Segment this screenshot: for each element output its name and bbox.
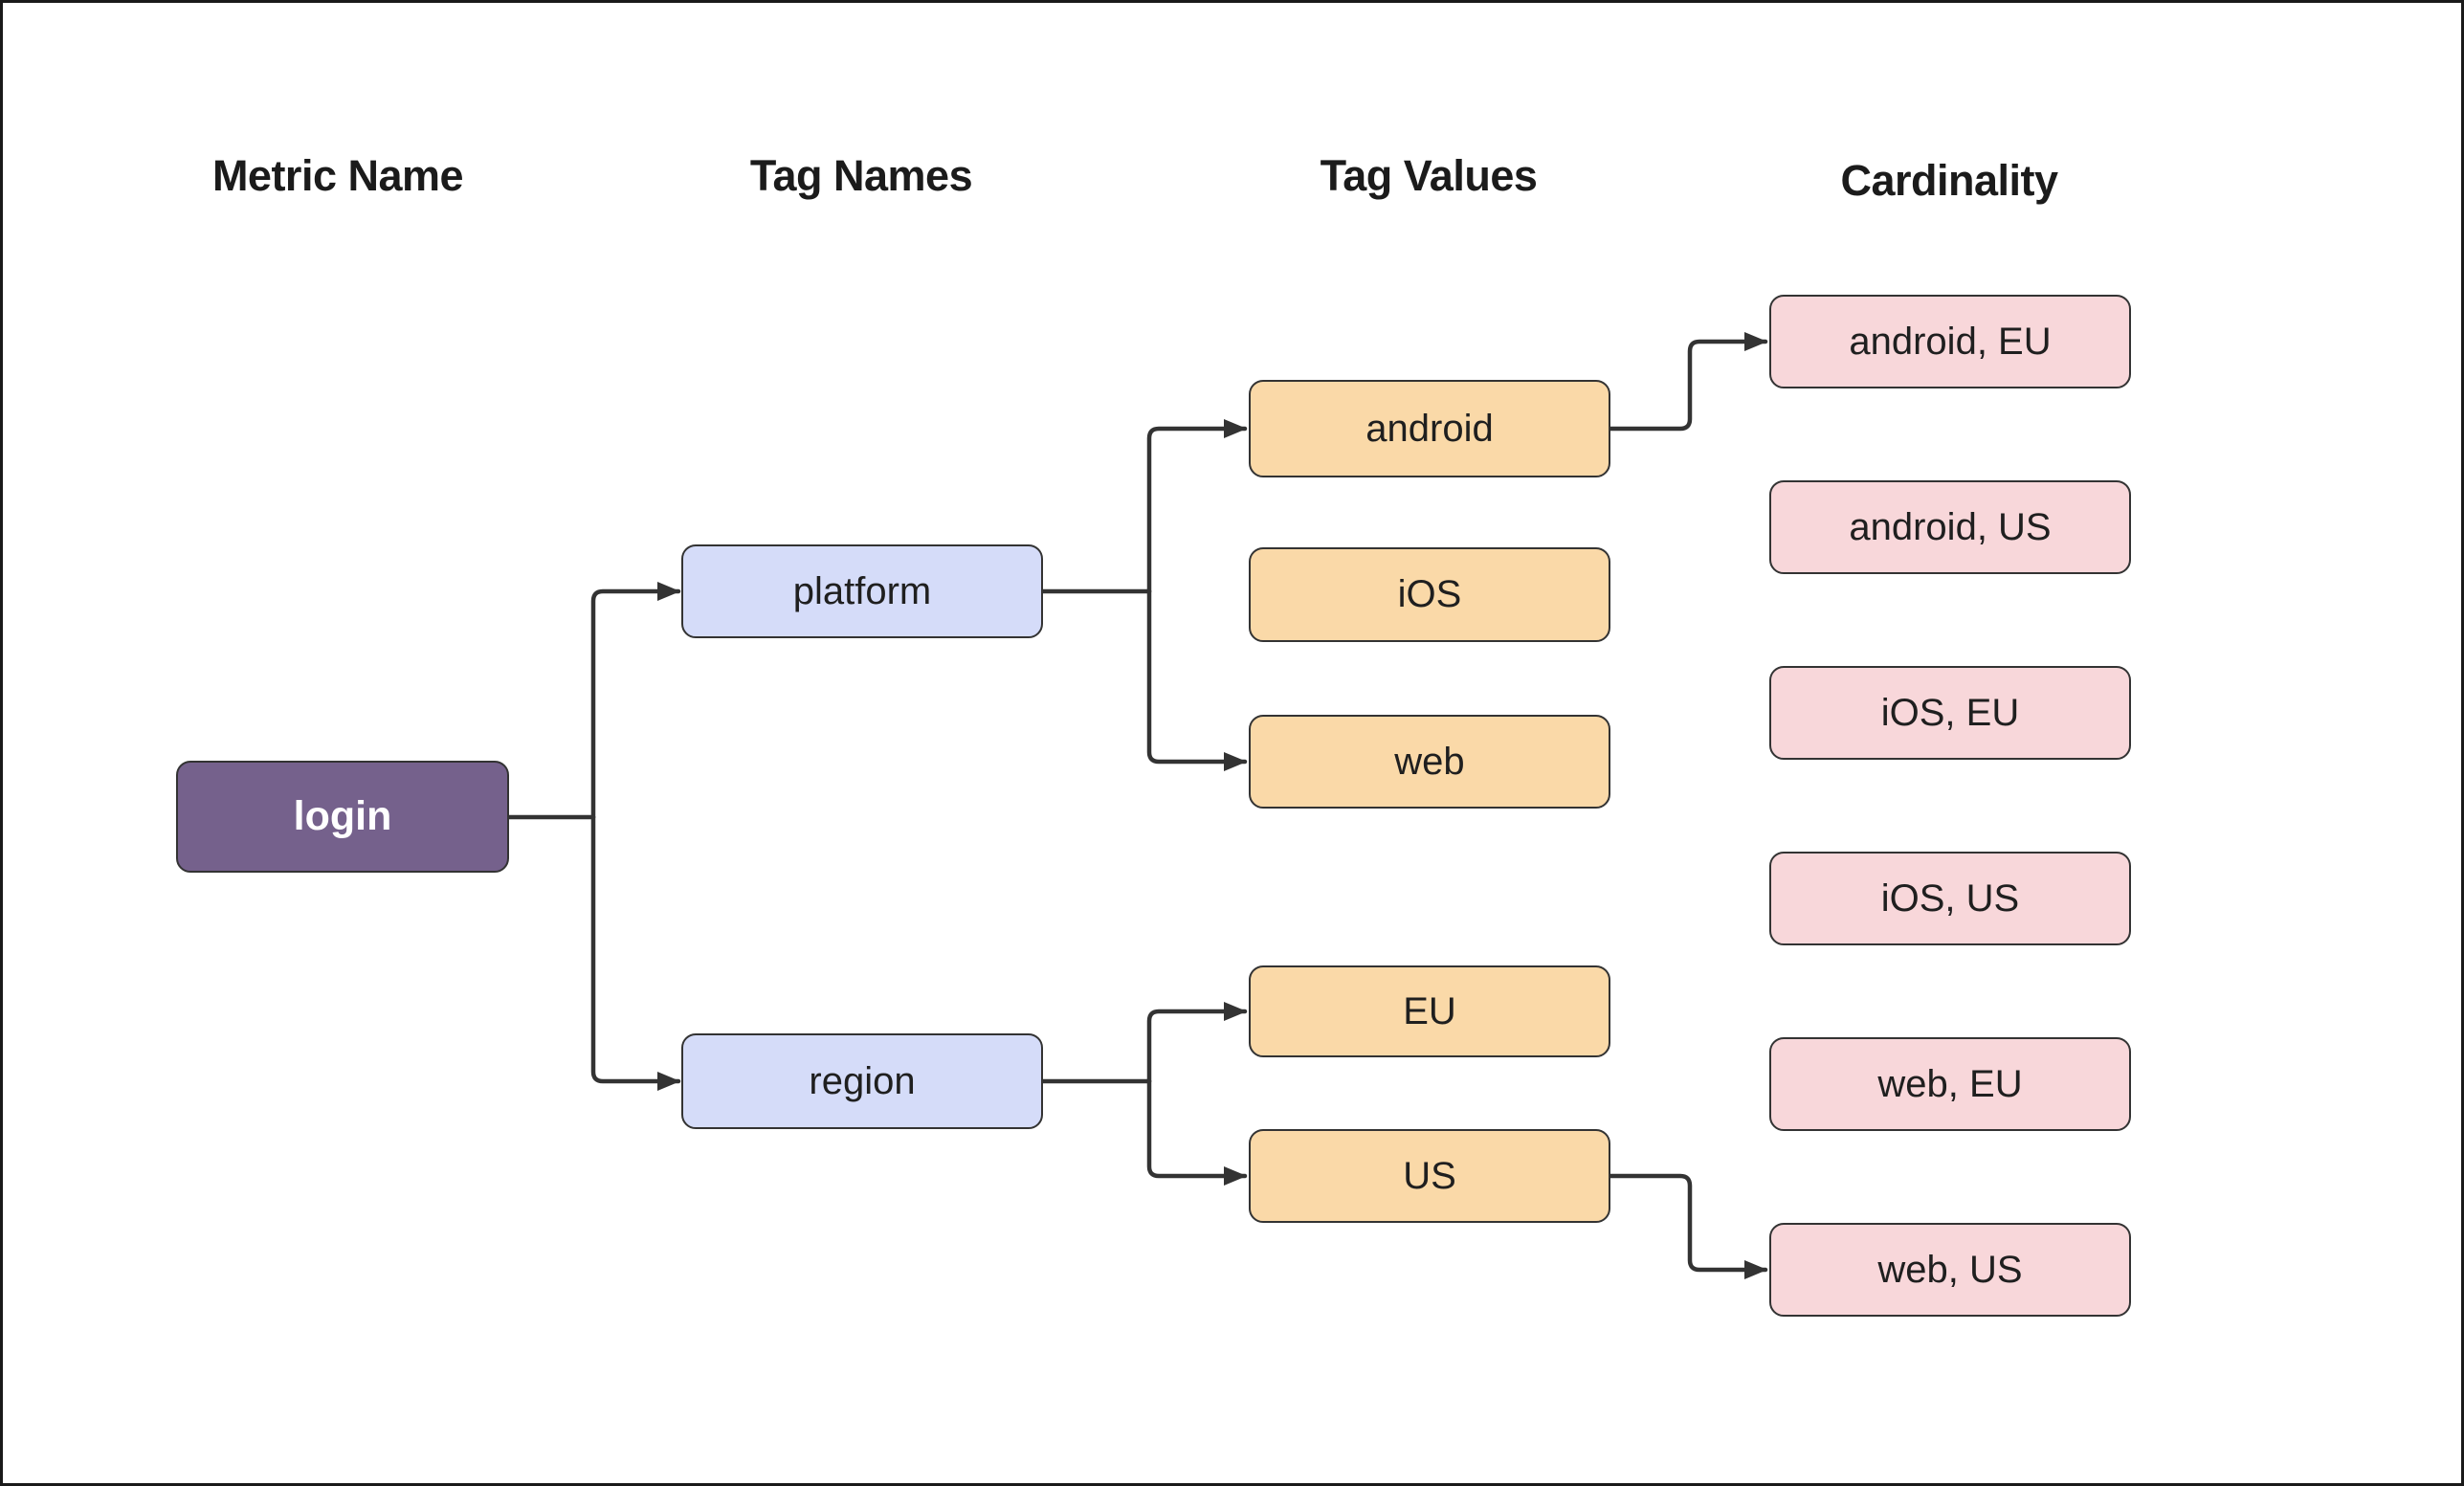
edge-platform-web [1146, 588, 1248, 771]
column-header-tag-names: Tag Names [749, 151, 973, 200]
node-us: US [1249, 1129, 1610, 1223]
edge-us-webUS [1608, 1173, 1768, 1279]
column-header-cardinality: Cardinality [1840, 156, 2058, 205]
node-region: region [681, 1033, 1043, 1129]
edge-login-platform [590, 582, 681, 820]
edge-region-eu [1146, 1002, 1248, 1084]
edge-login-region [590, 814, 681, 1091]
edge-platform-android [1146, 419, 1248, 594]
node-login: login [176, 761, 509, 873]
column-header-tag-values: Tag Values [1320, 151, 1538, 200]
node-android-eu: android, EU [1769, 295, 2131, 388]
node-ios-eu: iOS, EU [1769, 666, 2131, 760]
node-web: web [1249, 715, 1610, 809]
node-eu: EU [1249, 965, 1610, 1057]
node-platform: platform [681, 544, 1043, 638]
node-android: android [1249, 380, 1610, 477]
column-header-metric-name: Metric Name [211, 151, 464, 200]
edge-region-us [1146, 1078, 1248, 1186]
node-android-us: android, US [1769, 480, 2131, 574]
node-web-eu: web, EU [1769, 1037, 2131, 1131]
node-ios: iOS [1249, 547, 1610, 642]
node-web-us: web, US [1769, 1223, 2131, 1317]
edge-android-androidEU [1608, 332, 1768, 432]
node-ios-us: iOS, US [1769, 852, 2131, 945]
